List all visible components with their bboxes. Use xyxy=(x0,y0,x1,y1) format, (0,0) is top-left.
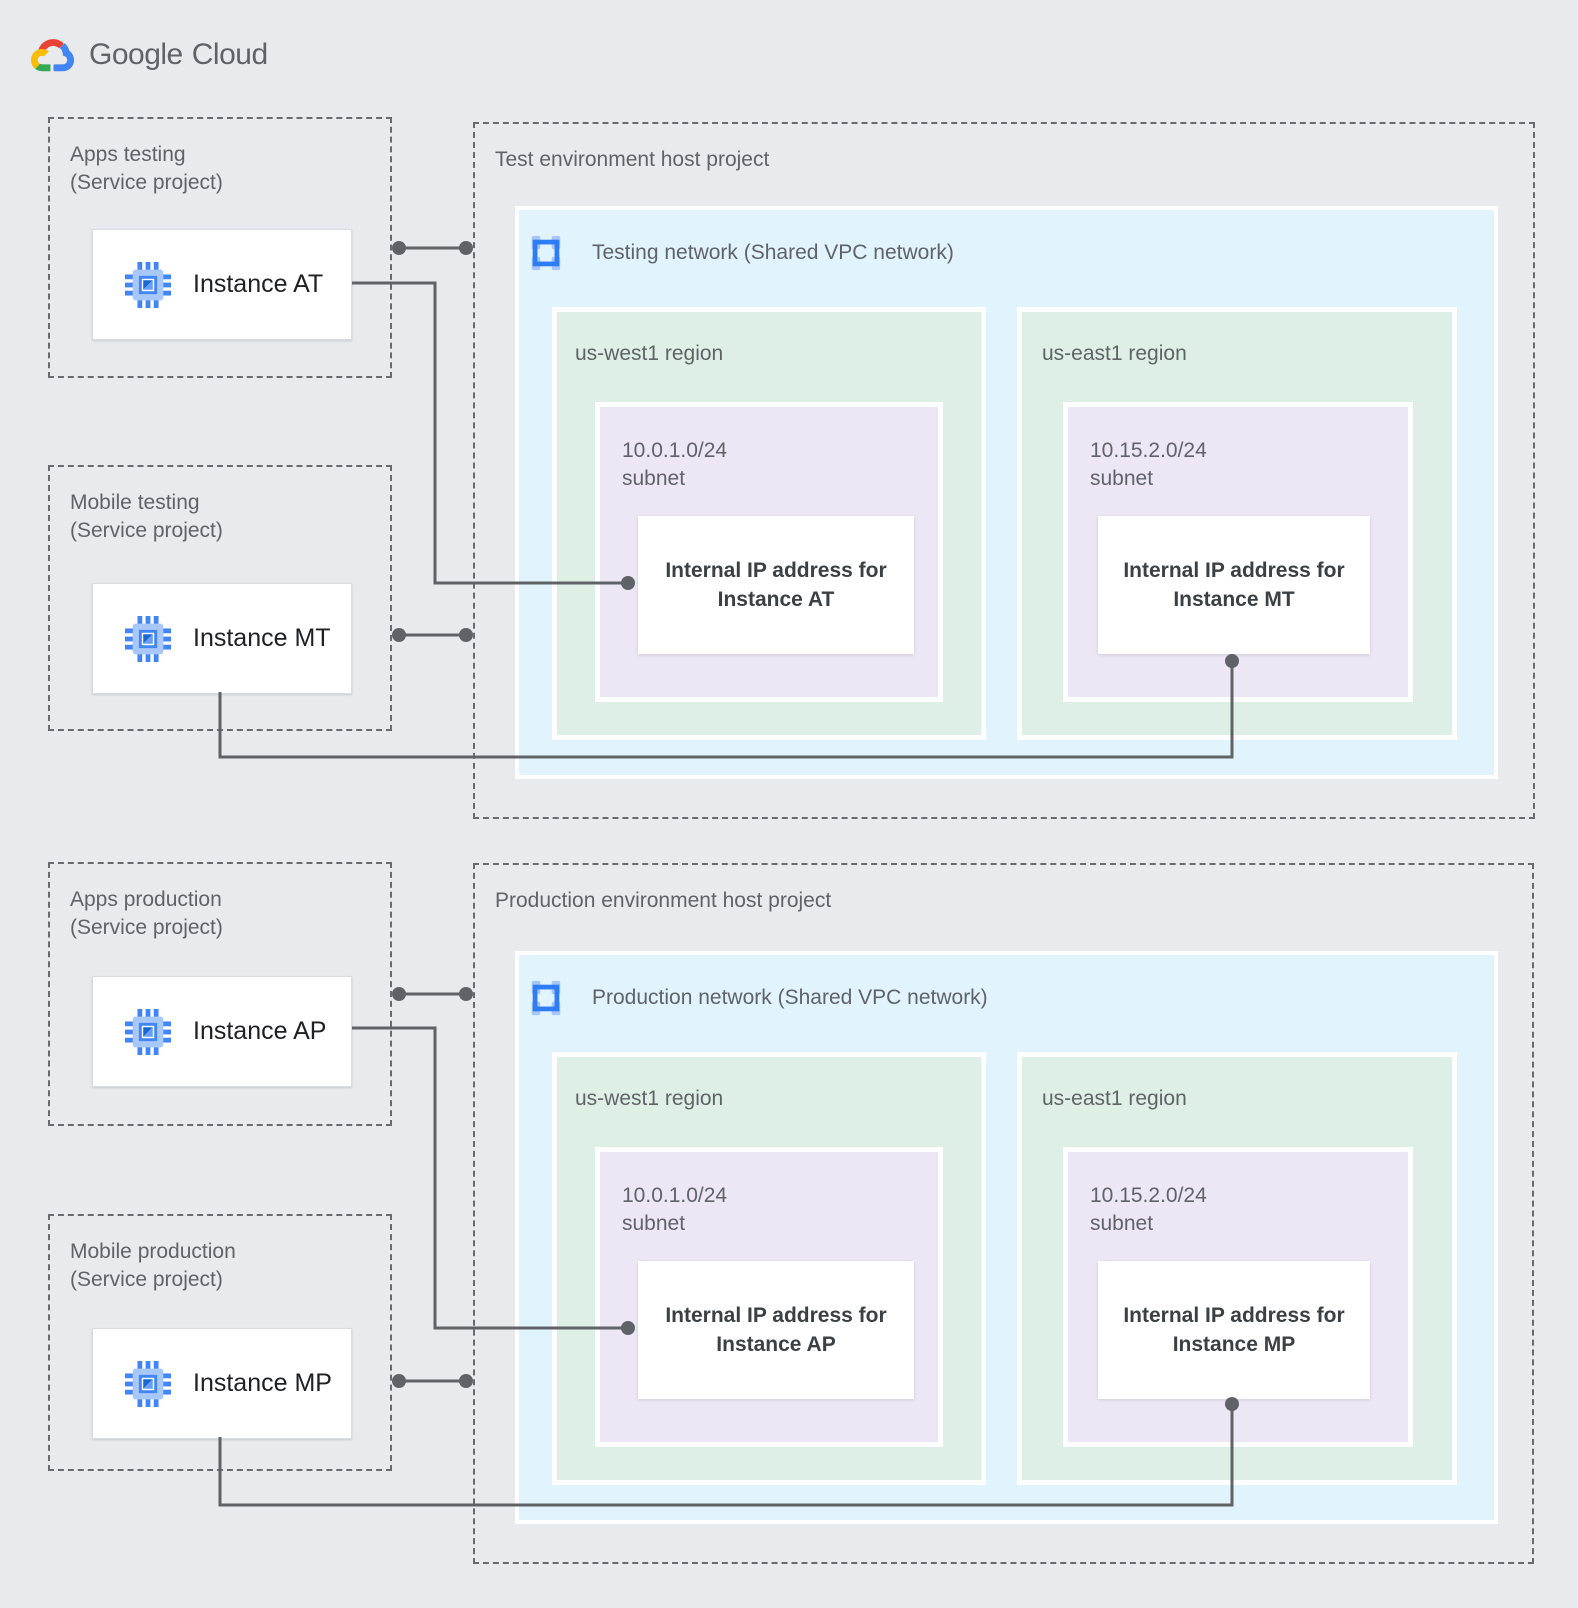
subnet-cidr: 10.15.2.0/24 xyxy=(1090,439,1207,462)
instance-card-mp: Instance MP xyxy=(92,1328,352,1439)
service-project-apps-production: Apps production (Service project) Instan… xyxy=(48,862,392,1126)
compute-engine-icon xyxy=(125,1008,171,1055)
internal-ip-box-at: Internal IP address for Instance AT xyxy=(638,516,914,654)
host-project-title: Production environment host project xyxy=(495,889,832,912)
service-project-mobile-production: Mobile production (Service project) Inst… xyxy=(48,1214,392,1471)
region-us-east1-prod: us-east1 region 10.15.2.0/24 subnet Inte… xyxy=(1017,1052,1457,1485)
connector-dot xyxy=(459,628,473,642)
instance-card-ap: Instance AP xyxy=(92,976,352,1087)
internal-ip-box-mp: Internal IP address for Instance MP xyxy=(1098,1261,1370,1399)
connector-dot xyxy=(392,1374,406,1388)
subnet-us-west1-prod: 10.0.1.0/24 subnet Internal IP address f… xyxy=(595,1147,943,1447)
region-us-west1-test: us-west1 region 10.0.1.0/24 subnet Inter… xyxy=(552,307,986,740)
subnet-cidr: 10.15.2.0/24 xyxy=(1090,1184,1207,1207)
host-project-production: Production environment host project Prod… xyxy=(473,863,1534,1564)
logo-product-text: Cloud xyxy=(191,38,268,71)
service-project-mobile-testing: Mobile testing (Service project) Instanc… xyxy=(48,465,392,731)
connector-dot xyxy=(459,241,473,255)
compute-engine-icon xyxy=(125,615,171,662)
ip-text-line1: Internal IP address for xyxy=(1123,559,1345,582)
testing-network-box: Testing network (Shared VPC network) us-… xyxy=(515,206,1498,779)
service-project-name: Apps testing xyxy=(70,143,186,166)
production-network-box: Production network (Shared VPC network) … xyxy=(515,951,1498,1524)
subnet-word: subnet xyxy=(622,1212,686,1235)
connector-dot xyxy=(392,241,406,255)
service-project-name: Mobile testing xyxy=(70,491,200,514)
subnet-word: subnet xyxy=(622,467,686,490)
instance-label: Instance MT xyxy=(193,624,331,652)
service-project-type: (Service project) xyxy=(70,1268,223,1291)
connector-dot xyxy=(459,1374,473,1388)
subnet-us-east1-prod: 10.15.2.0/24 subnet Internal IP address … xyxy=(1063,1147,1413,1447)
service-project-name: Mobile production xyxy=(70,1240,236,1263)
service-project-apps-testing: Apps testing (Service project) Instance … xyxy=(48,117,392,378)
region-label: us-west1 region xyxy=(575,1087,724,1110)
internal-ip-box-mt: Internal IP address for Instance MT xyxy=(1098,516,1370,654)
subnet-word: subnet xyxy=(1090,1212,1154,1235)
subnet-label: 10.0.1.0/24 subnet xyxy=(622,1182,727,1238)
google-cloud-logo-icon xyxy=(30,39,75,72)
connector-dot xyxy=(459,987,473,1001)
subnet-us-east1-test: 10.15.2.0/24 subnet Internal IP address … xyxy=(1063,402,1413,702)
logo-brand-text: Google xyxy=(89,38,183,71)
service-project-label: Mobile production (Service project) xyxy=(70,1238,236,1294)
ip-text-line1: Internal IP address for xyxy=(665,559,887,582)
subnet-word: subnet xyxy=(1090,467,1154,490)
subnet-cidr: 10.0.1.0/24 xyxy=(622,1184,728,1207)
instance-card-mt: Instance MT xyxy=(92,583,352,694)
service-project-type: (Service project) xyxy=(70,171,223,194)
ip-text-line2: Instance AP xyxy=(716,1333,836,1356)
region-us-west1-prod: us-west1 region 10.0.1.0/24 subnet Inter… xyxy=(552,1052,986,1485)
instance-label: Instance AP xyxy=(193,1017,327,1045)
service-project-label: Apps production (Service project) xyxy=(70,886,223,942)
network-label: Testing network (Shared VPC network) xyxy=(592,241,954,264)
instance-card-at: Instance AT xyxy=(92,229,352,340)
service-project-label: Apps testing (Service project) xyxy=(70,141,223,197)
network-label: Production network (Shared VPC network) xyxy=(592,986,988,1009)
service-project-type: (Service project) xyxy=(70,519,223,542)
region-label: us-east1 region xyxy=(1042,342,1187,365)
instance-label: Instance MP xyxy=(193,1369,332,1397)
host-project-title: Test environment host project xyxy=(495,148,770,171)
region-us-east1-test: us-east1 region 10.15.2.0/24 subnet Inte… xyxy=(1017,307,1457,740)
network-header: Production network (Shared VPC network) xyxy=(527,979,988,1017)
service-project-name: Apps production xyxy=(70,888,222,911)
vpc-network-icon xyxy=(531,235,561,271)
ip-text-line2: Instance AT xyxy=(717,588,835,611)
subnet-label: 10.0.1.0/24 subnet xyxy=(622,437,727,493)
ip-text-line2: Instance MP xyxy=(1172,1333,1296,1356)
service-project-type: (Service project) xyxy=(70,916,223,939)
network-header: Testing network (Shared VPC network) xyxy=(527,234,954,272)
ip-text-line1: Internal IP address for xyxy=(1123,1304,1345,1327)
region-label: us-west1 region xyxy=(575,342,724,365)
subnet-label: 10.15.2.0/24 subnet xyxy=(1090,1182,1207,1238)
instance-label: Instance AT xyxy=(193,270,324,298)
compute-engine-icon xyxy=(125,1360,171,1407)
compute-engine-icon xyxy=(125,261,171,308)
region-label: us-east1 region xyxy=(1042,1087,1187,1110)
subnet-cidr: 10.0.1.0/24 xyxy=(622,439,728,462)
connector-dot xyxy=(392,628,406,642)
internal-ip-box-ap: Internal IP address for Instance AP xyxy=(638,1261,914,1399)
host-project-test: Test environment host project Testing ne… xyxy=(473,122,1535,819)
vpc-network-icon xyxy=(531,980,561,1016)
connector-dot xyxy=(392,987,406,1001)
subnet-label: 10.15.2.0/24 subnet xyxy=(1090,437,1207,493)
ip-text-line1: Internal IP address for xyxy=(665,1304,887,1327)
service-project-label: Mobile testing (Service project) xyxy=(70,489,223,545)
ip-text-line2: Instance MT xyxy=(1173,588,1295,611)
subnet-us-west1-test: 10.0.1.0/24 subnet Internal IP address f… xyxy=(595,402,943,702)
